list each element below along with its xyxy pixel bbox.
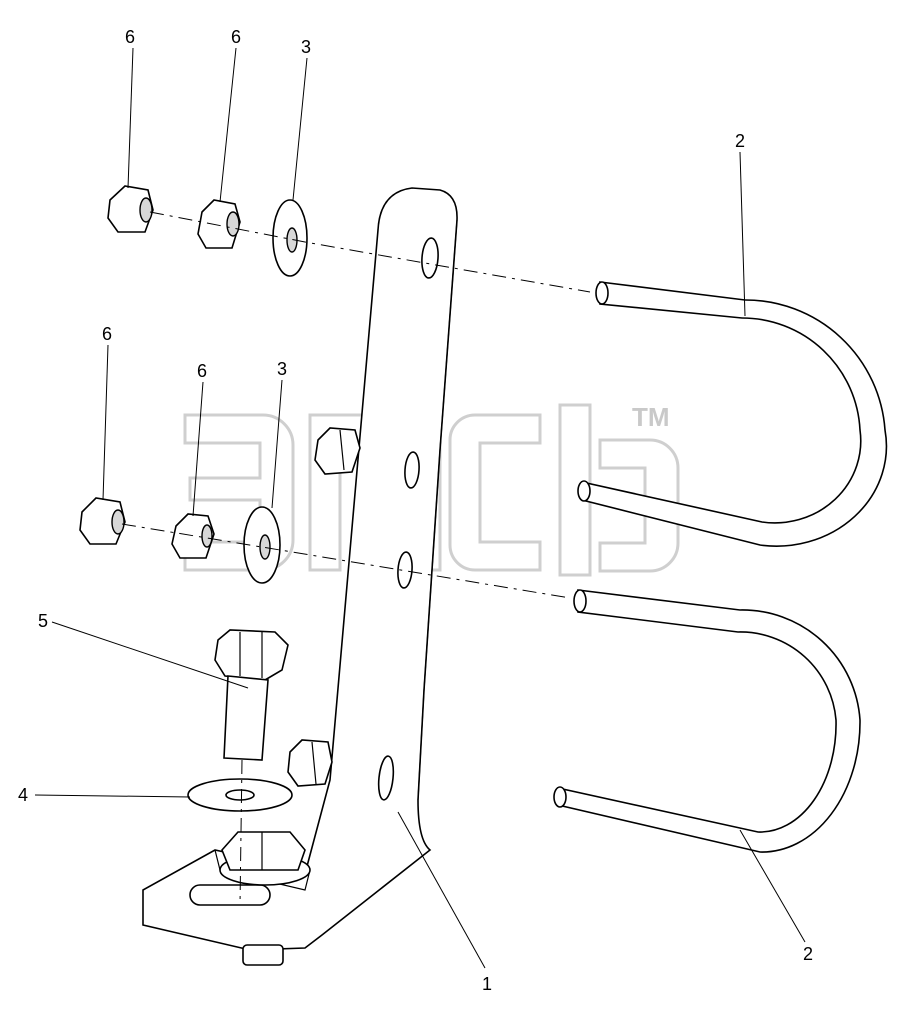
callout-6-top-middle: 6 (231, 27, 241, 47)
u-bolt-upper (577, 281, 888, 547)
hex-nut-lower-bolt (219, 831, 311, 886)
callout-4: 4 (18, 785, 28, 805)
bracket-part-1 (142, 187, 458, 966)
hex-nut-on-bracket-upper (314, 427, 361, 475)
bolt-part-5 (214, 629, 289, 761)
callout-3-top: 3 (301, 37, 311, 57)
hex-nut-top-1 (107, 185, 154, 233)
callout-5: 5 (38, 611, 48, 631)
hex-nut-on-bracket-lower (287, 739, 333, 787)
washer-middle (243, 506, 281, 584)
callout-3-middle: 3 (277, 359, 287, 379)
callout-6-middle: 6 (197, 361, 207, 381)
axis-bolt (239, 759, 243, 906)
callout-2-lower: 2 (803, 944, 813, 964)
leader-lines (34, 47, 806, 969)
callout-6-middle-left: 6 (102, 324, 112, 344)
axis-middle (121, 523, 571, 599)
washer-top (272, 199, 308, 277)
callout-2-upper: 2 (735, 131, 745, 151)
hex-nut-middle-2 (171, 513, 215, 559)
callout-6-top-left: 6 (125, 27, 135, 47)
watermark-trademark: TM (632, 402, 670, 432)
washer-part-4 (187, 778, 293, 812)
u-bolt-lower (553, 589, 861, 853)
axis-top (149, 211, 591, 293)
callout-1: 1 (482, 974, 492, 994)
hex-nut-middle-1 (79, 497, 126, 545)
hex-nut-top-2 (197, 199, 241, 249)
